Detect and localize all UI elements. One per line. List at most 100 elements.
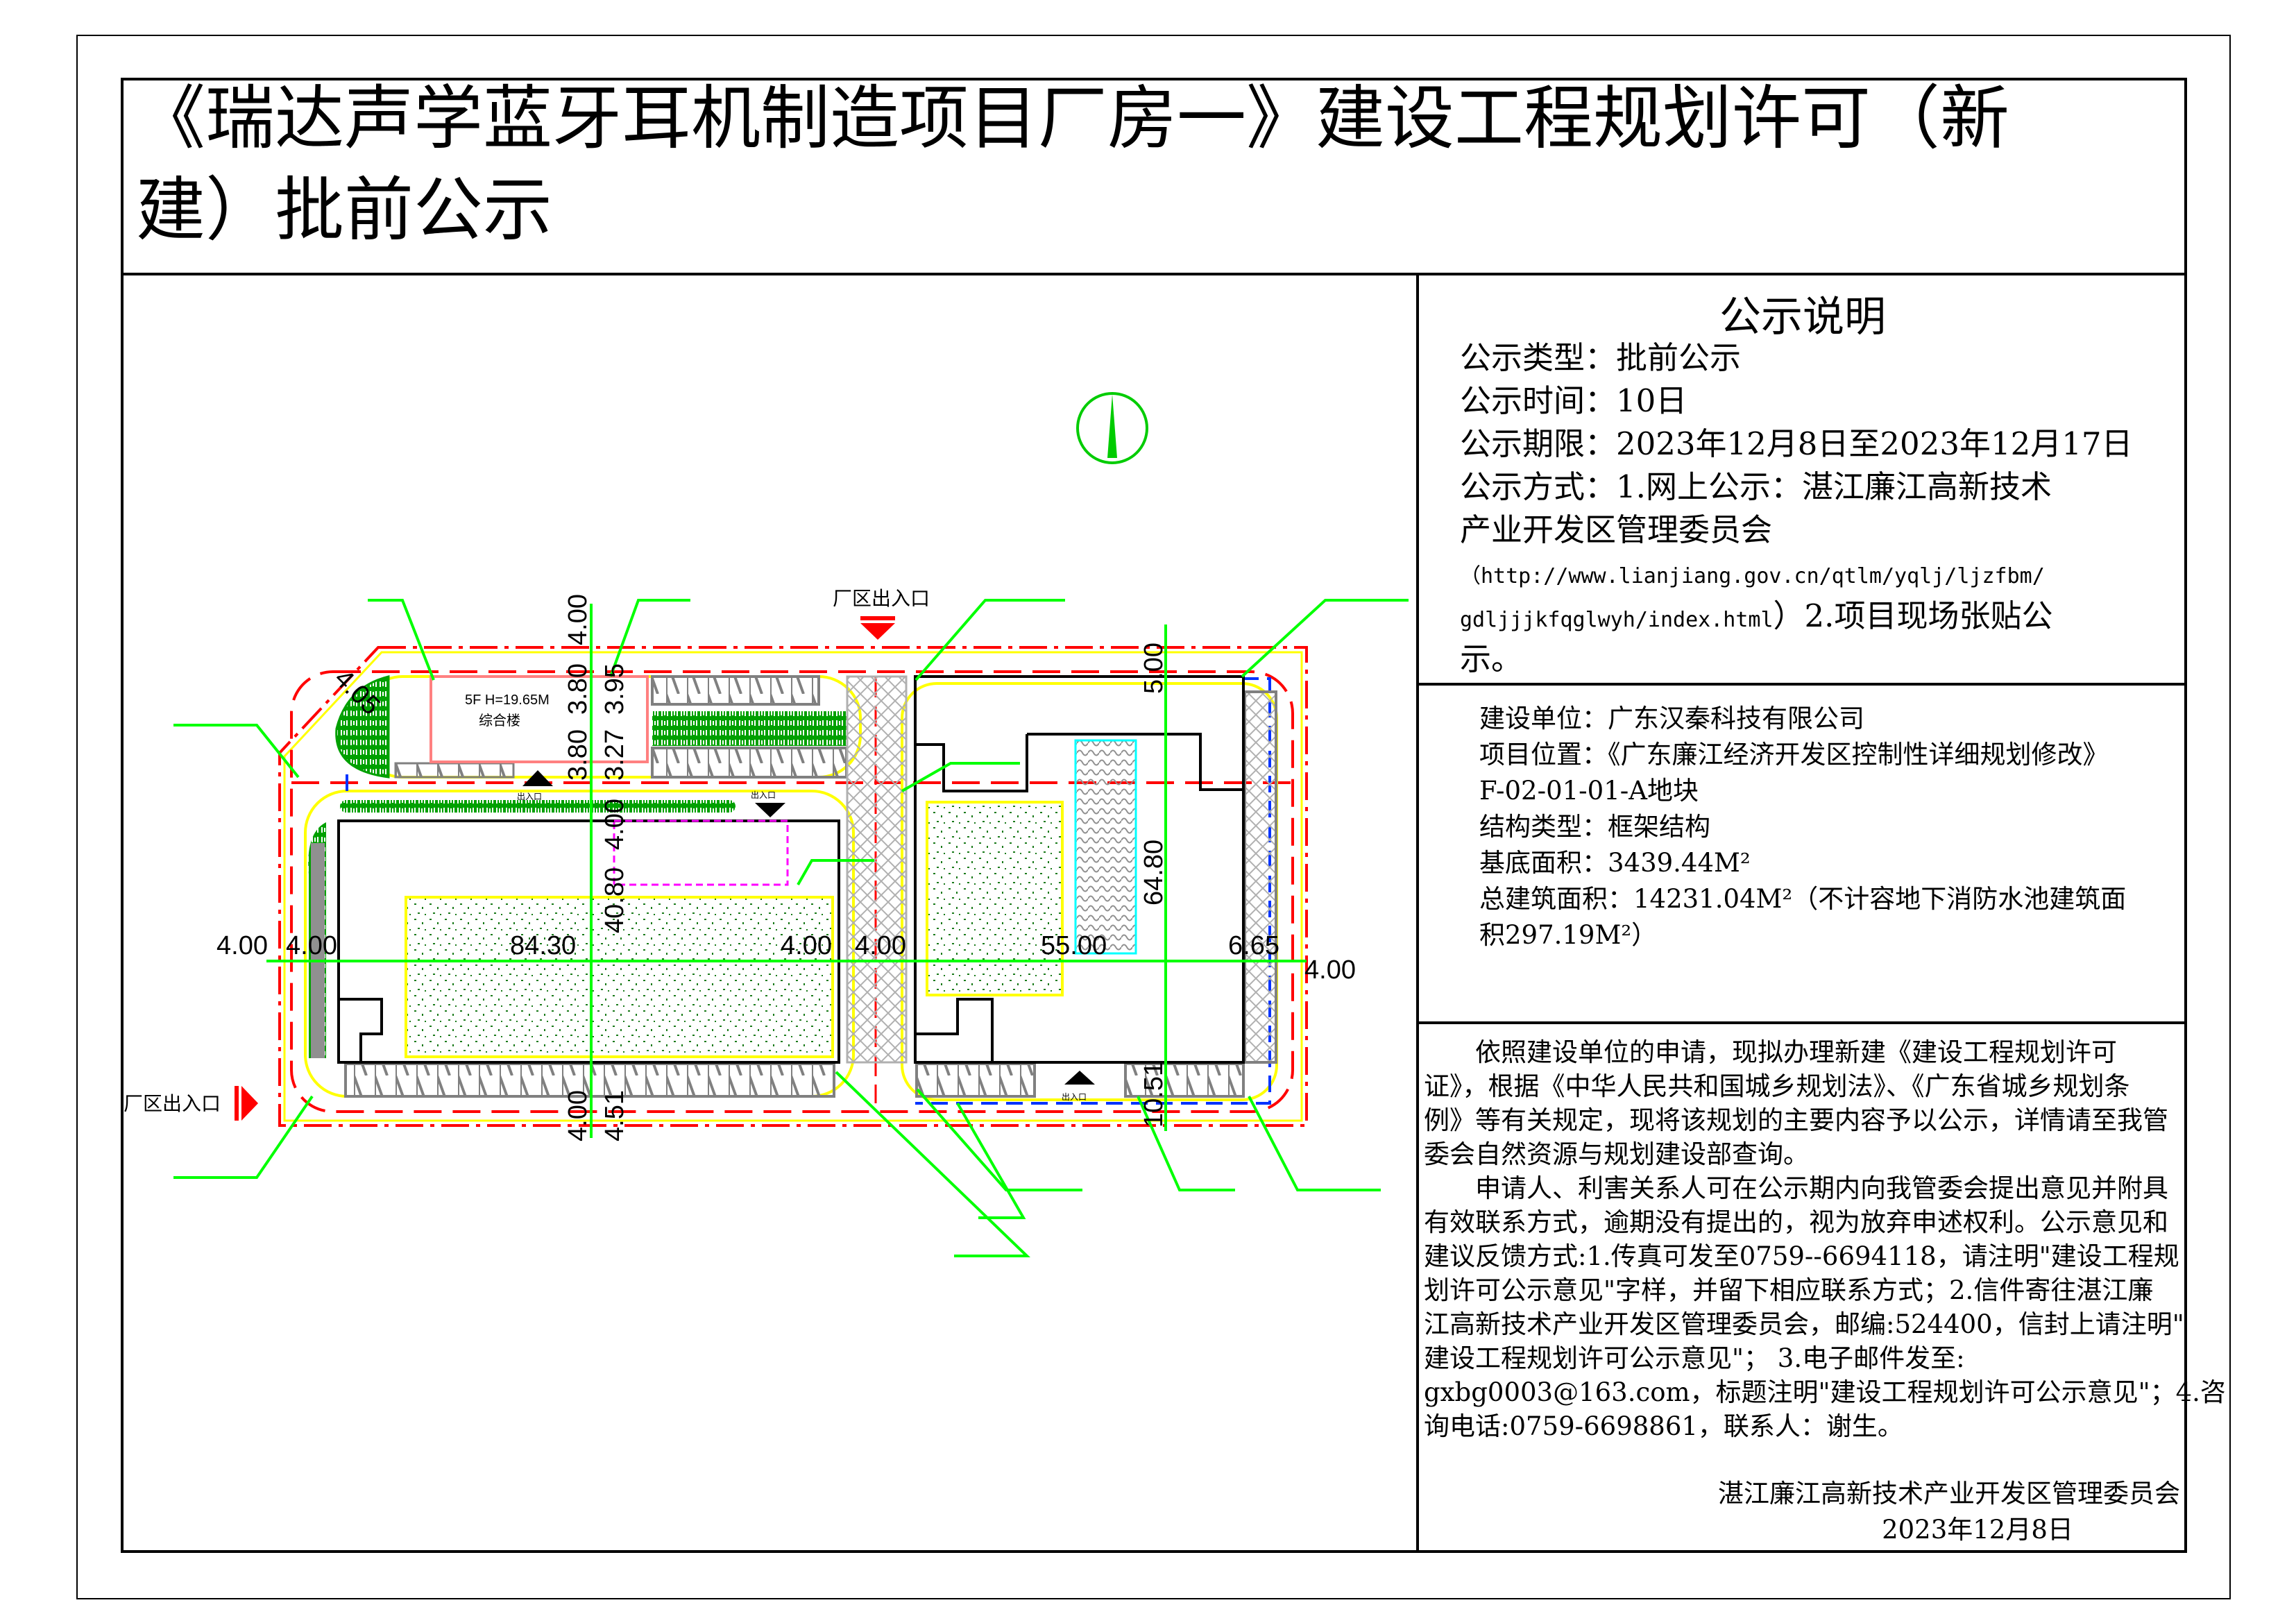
parking-row: [1124, 1062, 1245, 1098]
road-line: [290, 670, 1294, 1113]
notice-heading: 公示说明: [1719, 293, 1886, 341]
title-divider: [121, 273, 2187, 275]
statement-line: 询电话:0759-6698861，联系人：谢生。: [1424, 1411, 1903, 1441]
dim-label: 6.65: [1228, 931, 1279, 960]
office-building: [430, 675, 649, 763]
statement-line: 有效联系方式，逾期没有提出的，视为放弃申述权利。公示意见和: [1424, 1207, 2168, 1237]
dim-label: 84.30: [510, 931, 576, 960]
notice-url-1[interactable]: （http://www.lianjiang.gov.cn/qtlm/yqlj/l…: [1460, 564, 2045, 588]
site-boundary: [278, 646, 1308, 1127]
gate-arrow-icon: [1064, 1071, 1095, 1085]
gate-arrow-icon: [522, 770, 553, 786]
notice-duration: 公示时间：10日: [1460, 380, 1687, 423]
statement-date: 2023年12月8日: [1882, 1515, 2073, 1545]
notice-type: 公示类型：批前公示: [1460, 337, 1741, 380]
dim-label: 4.00: [1304, 955, 1356, 985]
parking-row: [651, 747, 848, 779]
office-name-label: 综合楼: [479, 713, 520, 729]
dim-label: 5.00: [1139, 643, 1168, 694]
statement-issuer: 湛江廉江高新技术产业开发区管理委员会: [1718, 1479, 2180, 1509]
dim-label: 10.51: [1139, 1062, 1168, 1128]
notice-method-4: 示。: [1460, 640, 1523, 677]
statement-line: 例》等有关规定，现将该规划的主要内容予以公示，详情请至我管: [1424, 1105, 2168, 1135]
building-notch: [339, 998, 383, 1062]
outer-border: [76, 35, 2231, 1599]
value: ）2.项目现场张贴公: [1773, 597, 2053, 634]
label: 公示方式：: [1460, 468, 1617, 505]
entrance-arrow-icon: [235, 1086, 258, 1121]
statement-text: 依照建设单位的申请，现拟办理新建《建设工程规划许可 证》，根据《中华人民共和国城…: [1424, 1035, 2226, 1443]
parking-row: [651, 675, 820, 706]
statement-line: 江高新技术产业开发区管理委员会，邮编:524400，信封上请注明": [1424, 1309, 2184, 1339]
office-height-label: 5F H=19.65M: [465, 692, 550, 708]
entrance-arrow-icon: [860, 616, 895, 640]
factory-building-2: [914, 675, 1245, 1064]
entrance-left-label: 厂区出入口: [124, 1093, 221, 1114]
value: 10日: [1616, 382, 1687, 419]
notice-method: 公示方式：1.网上公示：湛江廉江高新技术: [1460, 466, 2052, 509]
gate-label: 出入口: [1062, 1092, 1087, 1102]
statement-line: gxbg0003@163.com，标题注明"建设工程规划许可公示意见"；4.咨: [1424, 1377, 2226, 1407]
parking-row: [394, 762, 515, 779]
statement-line: 划许可公示意见"字样，并留下相应联系方式；2.信件寄往湛江廉: [1424, 1275, 2154, 1305]
gate-label: 出入口: [751, 790, 776, 800]
entrance-top-label: 厂区出入口: [833, 588, 930, 609]
green-strip: [340, 800, 735, 813]
statement-line: 申请人、利害关系人可在公示期内向我管委会提出意见并附具: [1424, 1173, 2168, 1203]
dim-label: 4.00: [855, 931, 906, 960]
building-notch: [915, 733, 1243, 792]
gate-label: 出入口: [517, 792, 542, 801]
dim-label: 55.00: [1041, 931, 1107, 960]
statement-line: 建设工程规划许可公示意见"； 3.电子邮件发至:: [1424, 1343, 1965, 1373]
dim-label: 4.51: [600, 1090, 629, 1141]
underground-pool: [613, 819, 789, 886]
project-builder: 建设单位：广东汉秦科技有限公司: [1479, 704, 1864, 733]
value: 2023年12月8日至2023年12月17日: [1616, 425, 2133, 462]
dim-label: 4.00: [781, 931, 832, 960]
dim-label: 4.00: [563, 594, 593, 645]
inner-frame: [121, 78, 2187, 1553]
project-structure: 结构类型：框架结构: [1479, 812, 1710, 842]
statement-line: 证》，根据《中华人民共和国城乡规划法》、《广东省城乡规划条: [1424, 1071, 2130, 1101]
title-line-2: 建）批前公示: [136, 169, 552, 250]
parking-row: [1243, 690, 1277, 1064]
landscape-area: [405, 896, 834, 1058]
parking-row: [311, 843, 325, 1058]
green-area: [335, 675, 390, 779]
dimension-lines: [173, 599, 1409, 1257]
north-arrow-icon: [1076, 392, 1148, 464]
dim-label: 4.00: [600, 799, 629, 850]
gate-arrow-icon: [755, 803, 785, 817]
notice-url-2[interactable]: gdljjjkfqglwyh/index.html: [1460, 608, 1774, 632]
dim-label: 3.80: [563, 729, 593, 781]
statement-line: 委会自然资源与规划建设部查询。: [1424, 1139, 1809, 1169]
green-strip: [652, 711, 847, 746]
project-base-area: 基底面积：3439.44M²: [1479, 848, 1751, 878]
dim-label: 4.00: [286, 931, 337, 960]
notice-method-2: 产业开发区管理委员会: [1460, 511, 1773, 548]
site-plan: 5F H=19.65M 综合楼 出入口 出入口 出入口 厂区出入口 厂区出入口 …: [124, 392, 1409, 1257]
dim-label: 64.80: [1139, 840, 1168, 906]
notice-period: 公示期限：2023年12月8日至2023年12月17日: [1460, 423, 2132, 466]
label: 公示时间：: [1460, 382, 1617, 419]
label: 公示期限：: [1460, 425, 1617, 462]
dim-label: 4.00: [216, 931, 268, 960]
value: 1.网上公示：湛江廉江高新技术: [1616, 468, 2052, 505]
dim-label: 3.27: [600, 729, 629, 781]
project-total-area-2: 积297.19M²）: [1479, 920, 1658, 950]
parking-row: [915, 1062, 1036, 1098]
fire-lane: [846, 675, 908, 1064]
dimension-labels: 4.00 3.80 3.80 3.27 3.95 4.00 4.05 4.00 …: [216, 594, 1356, 1141]
landscape-area: [926, 801, 1064, 996]
dim-label: 3.95: [600, 663, 629, 715]
label: 公示类型：: [1460, 339, 1617, 376]
statement-line: 建议反馈方式:1.传真可发至0759--6694118，请注明"建设工程规: [1424, 1241, 2179, 1271]
page-title: 《瑞达声学蓝牙耳机制造项目厂房一》建设工程规划许可（新 建）批前公示: [136, 73, 2148, 256]
panel-divider-2: [1418, 1021, 2187, 1024]
statement-line: 依照建设单位的申请，现拟办理新建《建设工程规划许可: [1424, 1037, 2117, 1067]
notice-url-line: gdljjjkfqglwyh/index.html）2.项目现场张贴公: [1460, 595, 2052, 642]
project-location-2: F-02-01-01-A地块: [1479, 776, 1699, 806]
dim-label: 3.80: [563, 663, 593, 715]
dim-label: 40.80: [600, 867, 629, 933]
building-notch: [915, 998, 994, 1062]
